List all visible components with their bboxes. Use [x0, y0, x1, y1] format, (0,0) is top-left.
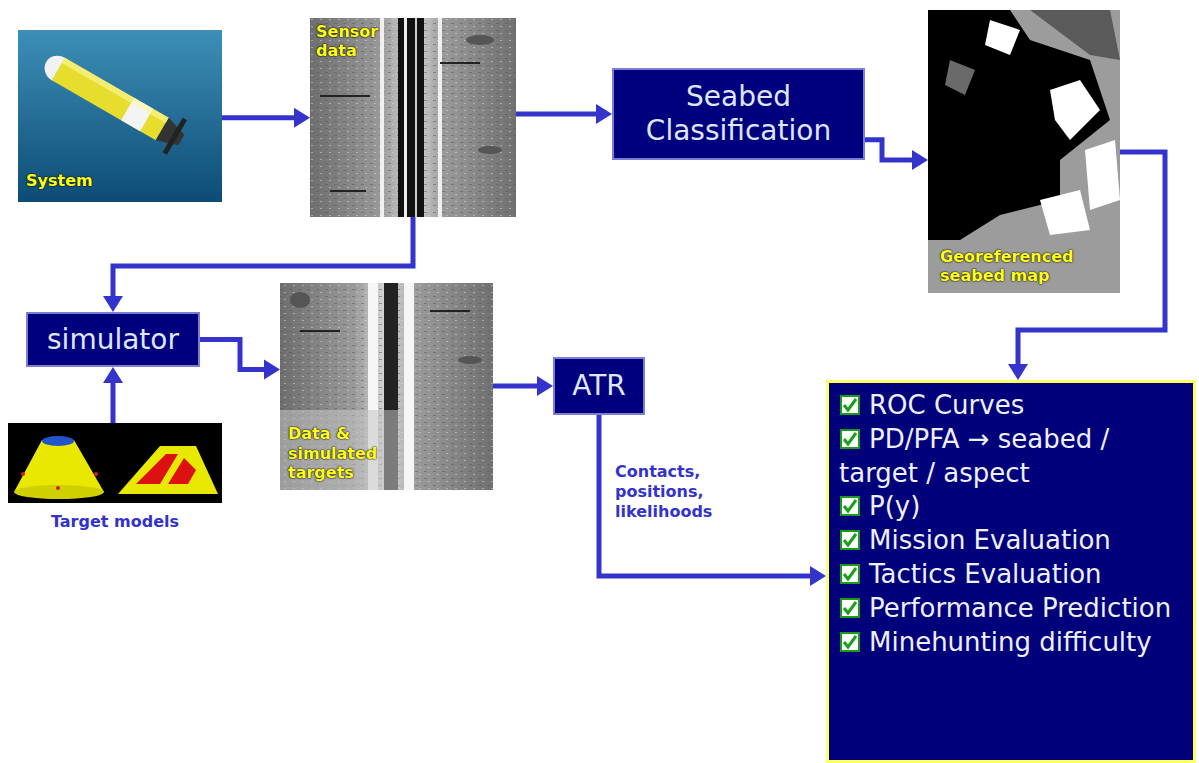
connector-line — [111, 381, 116, 423]
arrowhead — [264, 360, 280, 380]
node-label: Sensor data — [316, 22, 388, 60]
flow-arrow — [493, 376, 553, 396]
arrowhead — [103, 367, 123, 383]
result-item: Performance Prediction — [869, 593, 1171, 623]
checklist-row: Mission Evaluation — [839, 524, 1183, 558]
result-item: Minehunting difficulty — [869, 627, 1152, 657]
checklist-row: ROC Curves — [839, 389, 1183, 423]
checklist-row: Performance Prediction — [839, 592, 1183, 626]
arrowhead — [103, 296, 123, 312]
connector-line — [113, 217, 413, 298]
arrowhead — [810, 566, 826, 586]
checkbox-icon — [839, 495, 861, 517]
connector-line — [599, 415, 812, 576]
connector-line — [222, 115, 296, 120]
connector-line — [865, 140, 914, 160]
arrowhead — [596, 104, 612, 124]
flow-arrow — [103, 217, 413, 312]
checklist-row: PD/PFA → seabed / target / aspect — [839, 423, 1183, 491]
checkbox-icon — [839, 597, 861, 619]
node-label: Data & simulated targets — [288, 424, 398, 482]
node-label: Seabed Classification — [614, 80, 863, 147]
process-box: simulator — [26, 312, 200, 367]
simulated-data-image: Data & simulated targets — [280, 283, 493, 490]
result-item: ROC Curves — [869, 390, 1024, 420]
auv-photo — [18, 30, 222, 202]
checklist-row: P(y) — [839, 490, 1183, 524]
flow-arrow — [516, 104, 612, 124]
checklist-row: Tactics Evaluation — [839, 558, 1183, 592]
result-item: Tactics Evaluation — [869, 559, 1102, 589]
checkbox-icon — [839, 529, 861, 551]
checklist-row: Minehunting difficulty — [839, 626, 1183, 660]
flow-arrow — [222, 108, 310, 128]
arrowhead — [1008, 364, 1028, 380]
flow-arrow — [103, 367, 123, 423]
checkbox-icon — [839, 563, 861, 585]
result-item: P(y) — [869, 491, 920, 521]
node-label: System — [26, 171, 93, 190]
node-label: simulator — [47, 323, 179, 357]
node-label: Target models — [8, 512, 222, 531]
sonar-image — [310, 18, 516, 217]
checkbox-icon — [839, 394, 861, 416]
edge-label: Contacts, positions, likelihoods — [615, 462, 733, 522]
process-box: Seabed Classification — [612, 68, 865, 160]
node-label: ATR — [572, 369, 626, 403]
result-item: Mission Evaluation — [869, 525, 1111, 555]
result-item: PD/PFA → seabed / target / aspect — [839, 424, 1109, 488]
simulated-sonar-image — [280, 283, 493, 490]
arrowhead — [537, 376, 553, 396]
seabed-map-image: Georeferenced seabed map — [928, 10, 1120, 293]
process-box: ATR — [553, 357, 645, 415]
checkbox-icon — [839, 428, 861, 450]
sensor-data-image: Sensor data — [310, 18, 516, 217]
checkbox-icon — [839, 631, 861, 653]
flow-arrow — [200, 340, 280, 380]
connector-line — [493, 384, 539, 389]
flow-arrow — [865, 140, 928, 170]
connector-line — [516, 112, 598, 117]
system-photo: System — [18, 30, 222, 202]
arrowhead — [294, 108, 310, 128]
connector-line — [200, 340, 266, 370]
results-panel: ROC CurvesPD/PFA → seabed / target / asp… — [826, 380, 1196, 763]
seabed-map — [928, 10, 1120, 293]
node-label: Georeferenced seabed map — [940, 247, 1110, 285]
target-model-render — [8, 423, 222, 503]
arrowhead — [912, 150, 928, 170]
flow-arrow — [599, 415, 826, 586]
target-models-image: Target models — [8, 423, 222, 533]
